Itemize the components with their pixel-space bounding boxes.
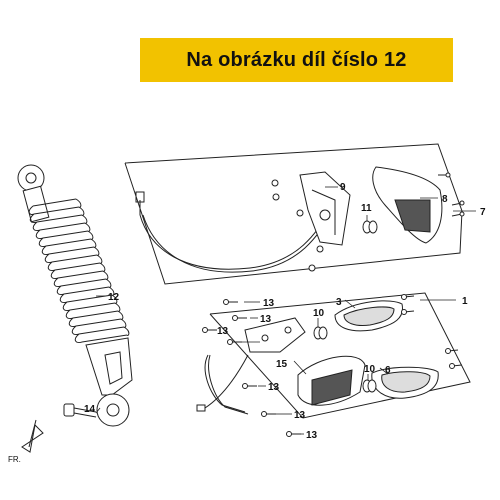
callout-10-lower: 10 — [364, 364, 376, 375]
front-direction-label: FR. — [8, 455, 21, 464]
callout-8: 8 — [442, 194, 448, 205]
callout-13-f: 13 — [306, 430, 318, 441]
lower-housing-15 — [297, 355, 366, 406]
lower-wiring-harness — [196, 354, 249, 415]
bolt-14-drawing — [63, 403, 97, 418]
upper-wiring-harness — [135, 191, 333, 273]
callout-6: 6 — [385, 365, 391, 376]
leader-lines — [95, 186, 476, 435]
upper-assembly-frame — [124, 143, 463, 285]
callout-12: 12 — [108, 292, 120, 303]
callout-11: 11 — [361, 203, 372, 214]
callout-13-e: 13 — [294, 410, 306, 421]
upper-lamp-housing-9 — [299, 171, 351, 246]
callout-9: 9 — [340, 182, 346, 193]
front-direction-arrow — [21, 419, 44, 453]
lower-assembly-frame — [209, 292, 471, 419]
callout-13-b: 13 — [260, 314, 272, 325]
callout-13-c: 13 — [217, 326, 229, 337]
shock-absorber-drawing — [17, 164, 133, 427]
callout-15: 15 — [276, 359, 288, 370]
callout-1: 1 — [462, 296, 468, 307]
callout-14: 14 — [84, 404, 96, 415]
callout-13-d: 13 — [268, 382, 280, 393]
lower-lens-6 — [371, 366, 439, 399]
callout-13-a: 13 — [263, 298, 275, 309]
callout-3: 3 — [336, 297, 342, 308]
upper-screws — [271, 172, 465, 272]
lower-screws — [202, 294, 463, 437]
callout-10-upper: 10 — [313, 308, 325, 319]
lower-bracket-15 — [244, 317, 306, 353]
upper-lens-8 — [372, 166, 443, 244]
lower-lens-3 — [334, 300, 404, 332]
part-number-banner: Na obrázku díl číslo 12 — [140, 38, 453, 82]
upper-bulb-11 — [362, 220, 378, 234]
callout-7: 7 — [480, 207, 486, 218]
